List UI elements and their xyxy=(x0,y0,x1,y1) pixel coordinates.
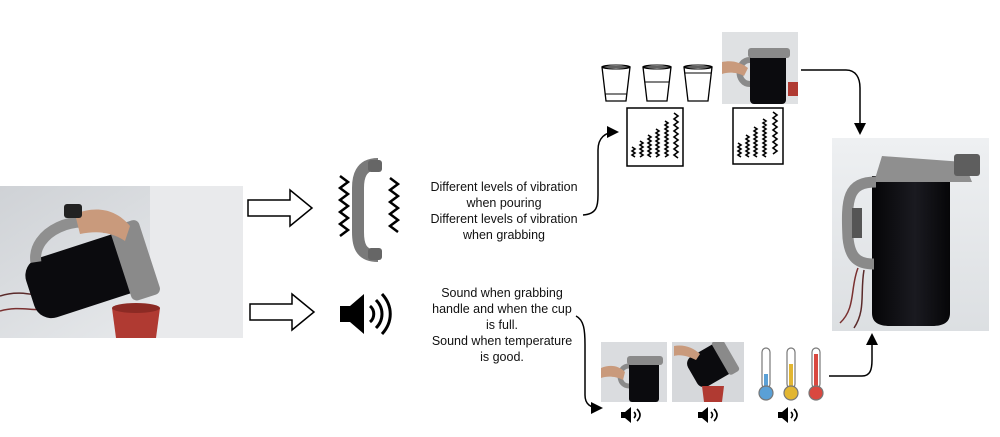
sound-grabbing-photo xyxy=(601,342,667,402)
sound-line-2: handle and when the cup xyxy=(432,302,572,316)
speaker-icon xyxy=(697,405,721,425)
sound-line-5: is good. xyxy=(480,350,524,364)
right-arrow-icon xyxy=(246,188,316,228)
speaker-icon xyxy=(620,405,644,425)
thermometer-icon xyxy=(806,346,826,402)
vibration-grabbing-line-1: Different levels of vibration xyxy=(430,212,578,226)
vibration-levels-pouring xyxy=(626,107,684,167)
speaker-icon xyxy=(777,405,801,425)
glass-icon xyxy=(640,64,674,104)
sound-line-4: Sound when temperature xyxy=(431,334,573,348)
grabbing-handle-photo xyxy=(722,32,798,104)
vibration-grabbing-line-2: when grabbing xyxy=(462,228,545,242)
sound-line-3: is full. xyxy=(486,318,518,332)
thermometer-icon xyxy=(781,346,801,402)
glass-icon xyxy=(599,64,633,104)
sound-line-1: Sound when grabbing xyxy=(441,286,563,300)
main-pouring-photo xyxy=(0,186,243,338)
right-arrow-icon xyxy=(248,292,318,332)
sound-caption: Sound when grabbing handle and when the … xyxy=(412,285,592,365)
glass-icon xyxy=(681,64,715,104)
vibrating-handle-icon xyxy=(330,158,400,262)
vibration-levels-grabbing xyxy=(732,107,784,165)
vibration-caption: Different levels of vibration when pouri… xyxy=(420,179,588,243)
vibration-pouring-line-2: when pouring xyxy=(466,196,542,210)
thermometer-icon xyxy=(756,346,776,402)
vibration-pouring-line-1: Different levels of vibration xyxy=(430,180,578,194)
sound-cup-full-photo xyxy=(672,342,744,402)
final-kettle-photo xyxy=(832,138,989,331)
speaker-icon xyxy=(338,290,394,338)
